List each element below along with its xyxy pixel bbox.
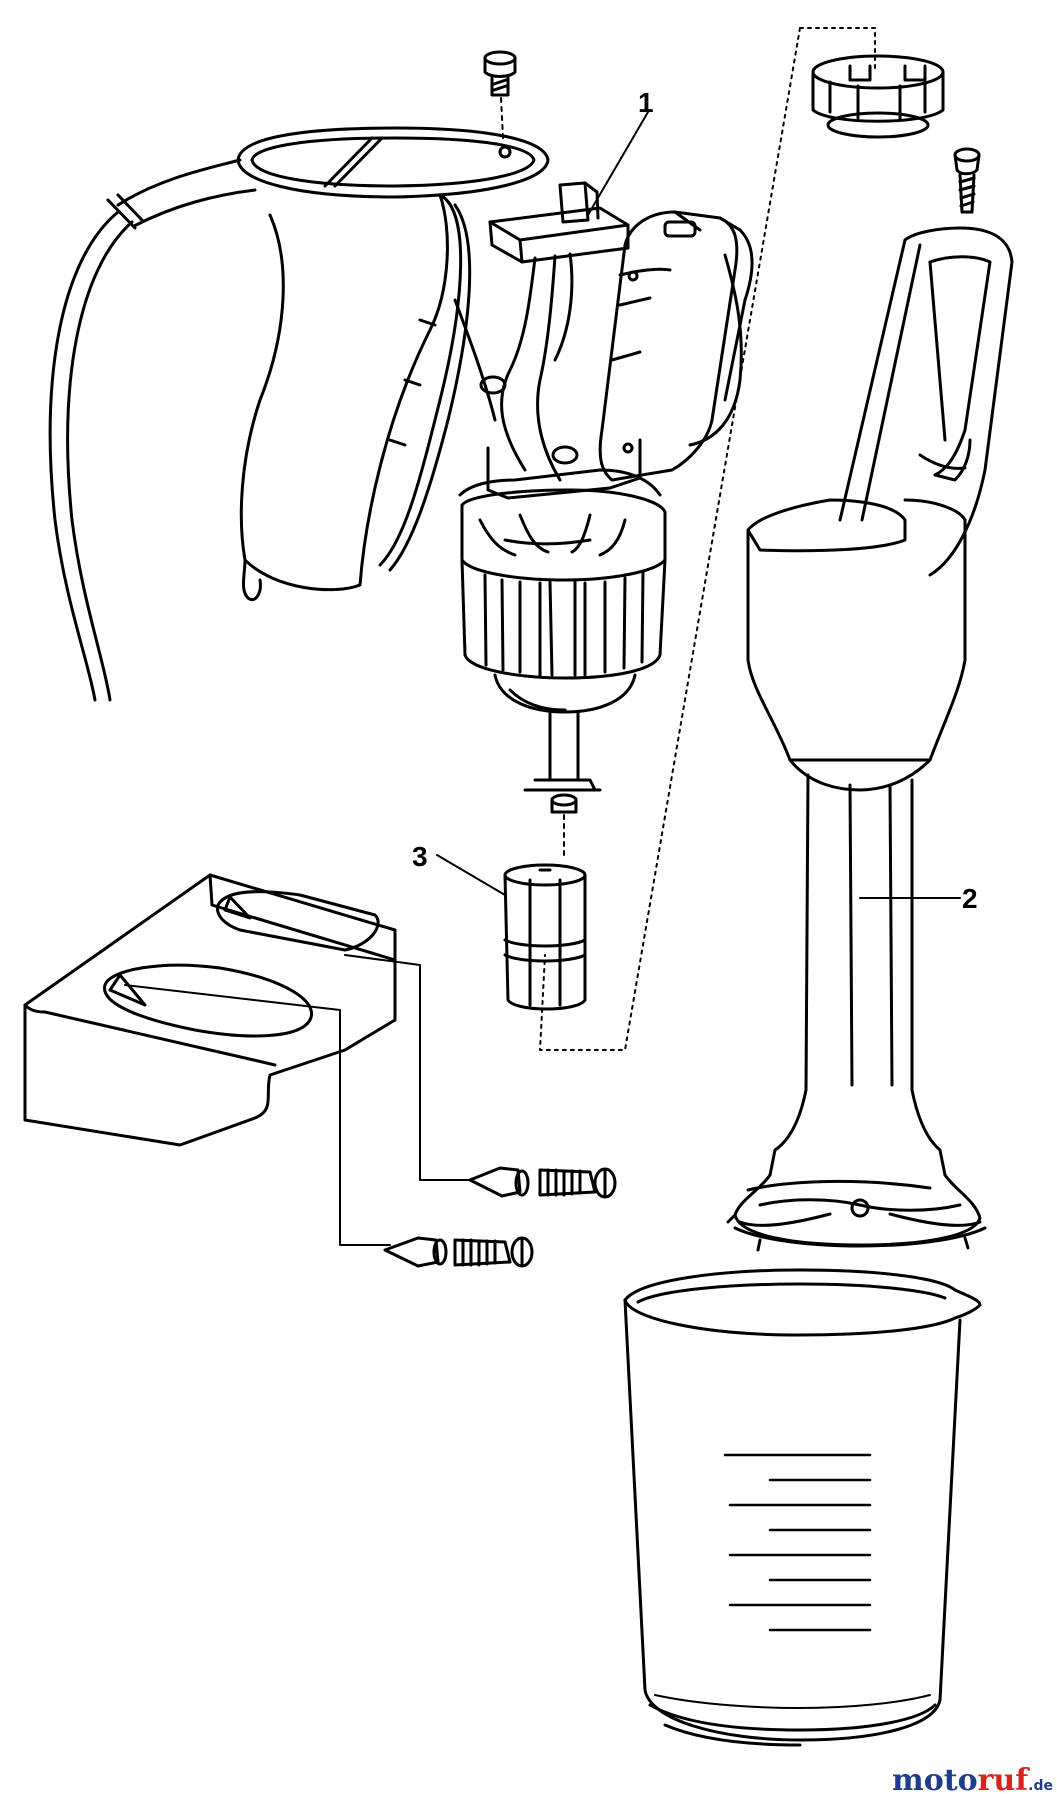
leader-lines: [436, 111, 961, 899]
wall-plug-screw-lower: [383, 1236, 534, 1268]
svg-text:motoruf.de: motoruf.de: [892, 1763, 1053, 1798]
housing-screw: [483, 50, 517, 139]
coupling-part: [503, 863, 587, 1011]
switch-button-frame: [598, 210, 754, 482]
switch-part: [453, 181, 630, 482]
volume-scale: [723, 1453, 872, 1632]
wall-bracket: [23, 873, 471, 1246]
watermark-logo: motoruf.de: [892, 1763, 1053, 1798]
shaft-screw: [953, 147, 981, 214]
watermark-part-a: moto: [892, 1763, 978, 1798]
shaft-part: [726, 226, 1014, 1252]
power-cord: [48, 210, 120, 702]
measuring-beaker: [623, 1268, 982, 1747]
motor: [458, 438, 667, 861]
callout-label-3: 3: [412, 841, 428, 872]
handle-housing: [48, 126, 550, 702]
watermark-suffix: .de: [1028, 1778, 1053, 1794]
top-nut: [811, 54, 945, 139]
callout-label-2: 2: [962, 883, 978, 914]
wall-plug-screw-upper: [468, 1166, 617, 1199]
callout-label-1: 1: [638, 87, 654, 118]
watermark-part-b: ruf: [978, 1763, 1031, 1798]
